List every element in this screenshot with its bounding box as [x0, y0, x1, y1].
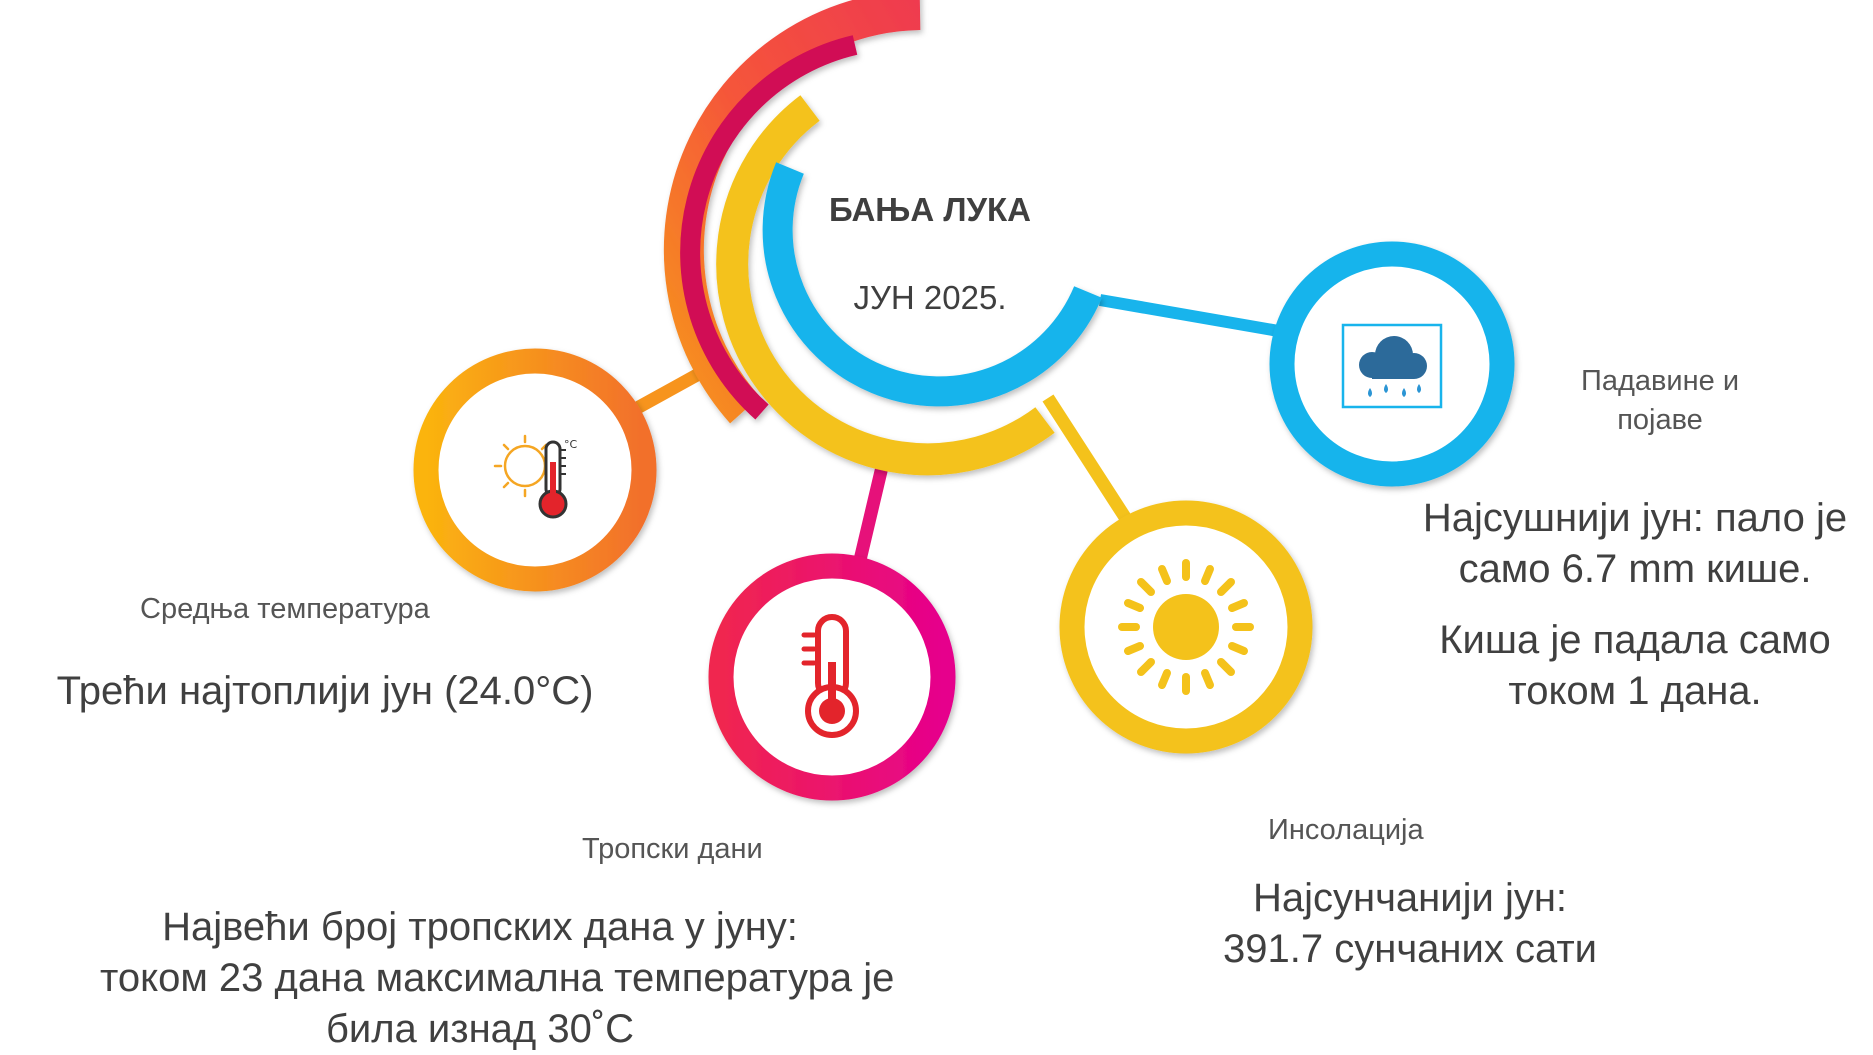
temperature-line: Трећи најтоплији јун (24.0°C)	[56, 669, 594, 713]
insolation-text: Најсунчанији јун: 391.7 сунчаних сати	[1170, 873, 1650, 975]
circle-temperature	[413, 348, 657, 592]
connector-temperature	[626, 364, 710, 418]
arc-blue	[762, 162, 1102, 407]
temperature-label: Средња температура	[140, 593, 430, 625]
thermometer-icon	[801, 614, 859, 738]
precipitation-line: Киша је падала само	[1439, 618, 1831, 662]
precipitation-label-line: појаве	[1617, 404, 1703, 436]
precipitation-text: Најсушнији јун: пало је само 6.7 mm кише…	[1400, 493, 1870, 717]
tropical-label: Тропски дани	[582, 833, 763, 865]
precipitation-line: само 6.7 mm кише.	[1458, 547, 1812, 591]
city-title: БАЊА ЛУКА	[828, 191, 1031, 228]
precipitation-line: током 1 дана.	[1508, 669, 1762, 713]
tropical-text: Највећи број тропских дана у јуну: током…	[100, 902, 895, 1055]
precipitation-line	[1400, 595, 1870, 615]
insolation-line: 391.7 сунчаних сати	[1223, 927, 1597, 971]
insolation-label: Инсолација	[1268, 814, 1424, 846]
precipitation-label: Падавине и појаве	[1560, 362, 1760, 440]
svg-text:°C: °C	[564, 438, 578, 451]
arc-magenta	[680, 35, 858, 420]
connector-precipitation	[1098, 294, 1292, 339]
rain-cloud-icon	[1341, 323, 1443, 409]
insolation-line: Најсунчанији јун:	[1252, 876, 1568, 920]
precipitation-line: Најсушнији јун: пало је	[1422, 496, 1848, 540]
arc-yellow	[716, 95, 1055, 476]
connector-insolation	[1042, 394, 1136, 529]
period-subtitle: ЈУН 2025.	[853, 279, 1007, 316]
tropical-line: била изнад 30˚C	[325, 1007, 635, 1051]
sun-icon	[1118, 559, 1254, 695]
tropical-line: Највећи број тропских дана у јуну:	[162, 905, 798, 949]
precipitation-label-line: Падавине и	[1580, 365, 1740, 397]
tropical-line: током 23 дана максимална температура је	[100, 956, 895, 1000]
center-arcs	[663, 0, 1102, 476]
sun-thermometer-icon: °C	[493, 434, 578, 519]
temperature-text: Трећи најтоплији јун (24.0°C)	[40, 666, 610, 717]
